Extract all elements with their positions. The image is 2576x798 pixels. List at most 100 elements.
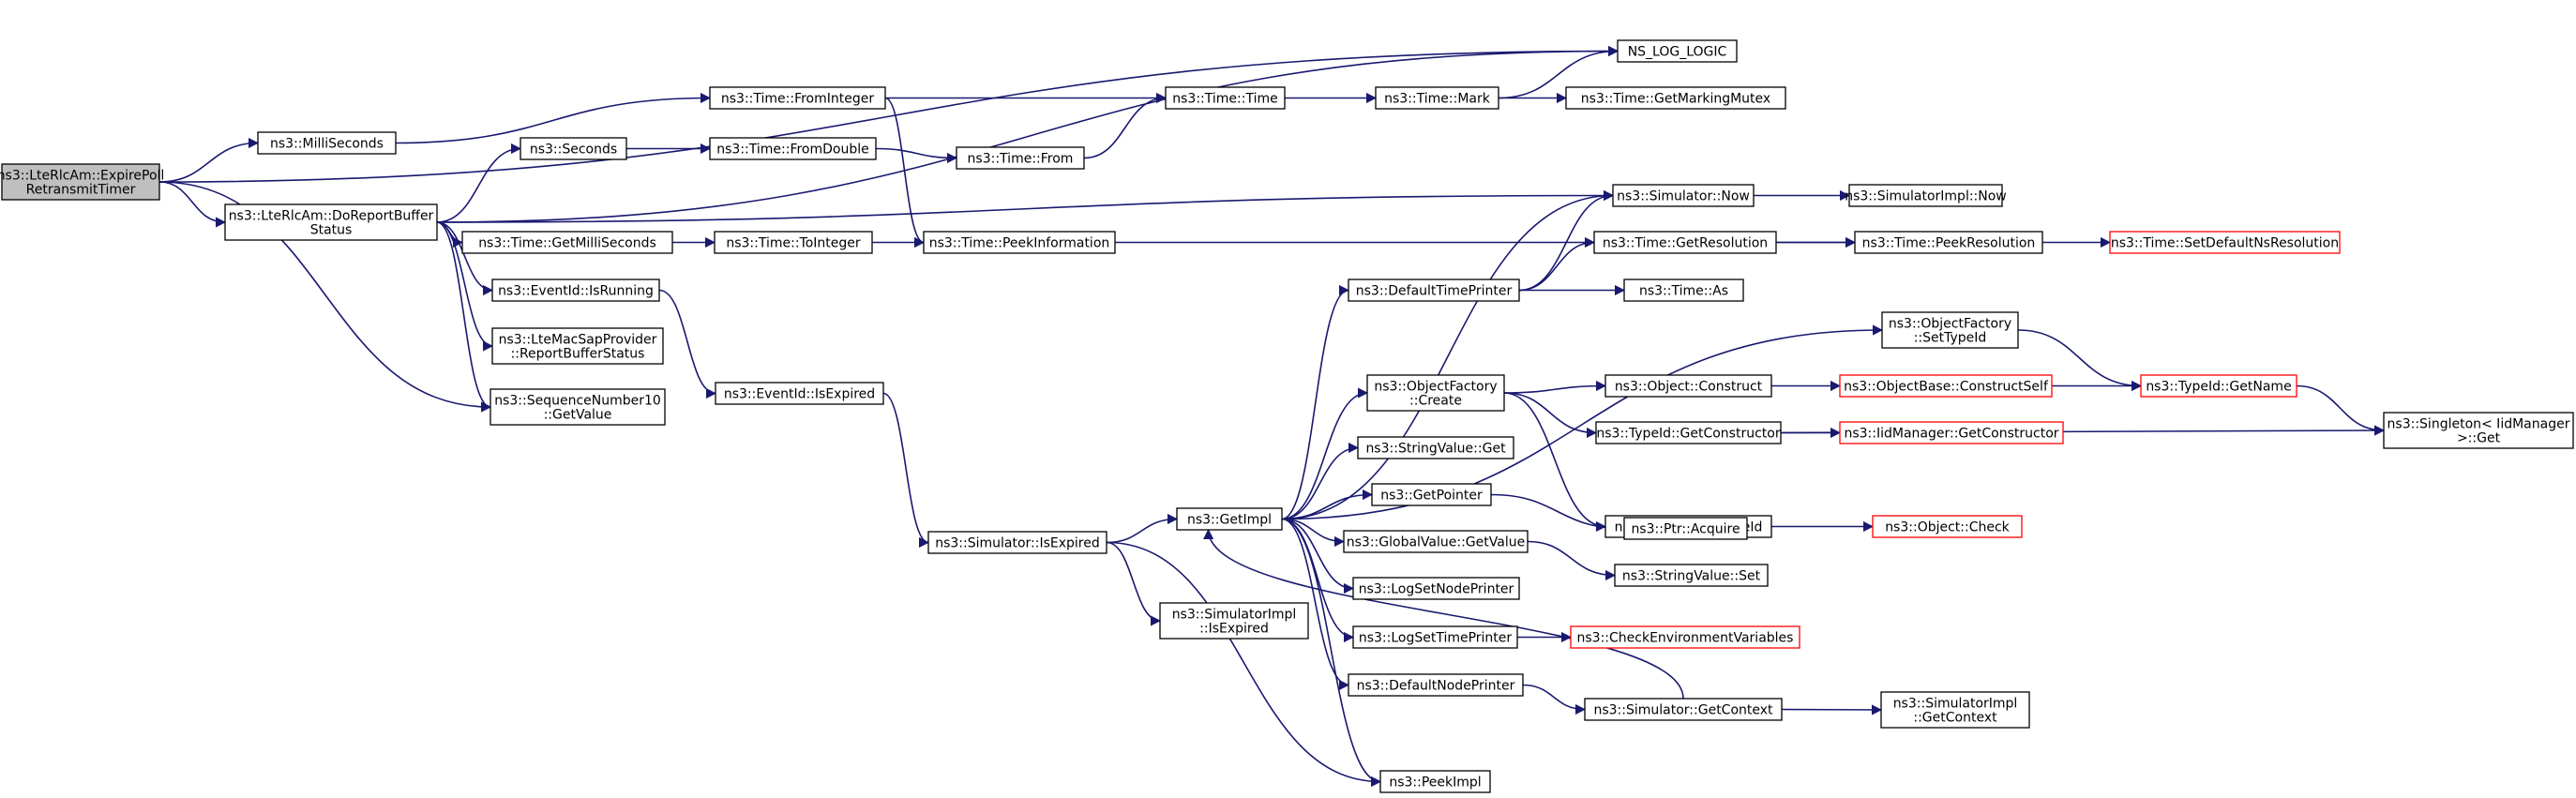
node-box[interactable]	[715, 382, 884, 405]
node-box[interactable]	[1366, 374, 1505, 412]
node-box[interactable]	[490, 388, 666, 426]
node-box[interactable]	[1165, 86, 1286, 110]
node-peekinfo[interactable]: ns3::Time::PeekInformation	[923, 231, 1116, 254]
node-box[interactable]	[1623, 279, 1744, 302]
node-getimpl[interactable]: ns3::GetImpl	[1176, 507, 1283, 531]
node-timetime[interactable]: ns3::Time::Time	[1165, 86, 1286, 110]
node-box[interactable]	[1623, 517, 1748, 540]
node-simnow[interactable]: ns3::Simulator::Now	[1612, 184, 1755, 207]
node-peekres[interactable]: ns3::Time::PeekResolution	[1854, 231, 2043, 254]
node-box[interactable]	[1176, 507, 1283, 531]
node-sim_isexpired[interactable]: ns3::Simulator::IsExpired	[927, 531, 1107, 554]
node-objcheck[interactable]: ns3::Object::Check	[1872, 515, 2023, 538]
node-ofsettypeid[interactable]: ns3::ObjectFactory::SetTypeId	[1881, 311, 2019, 349]
node-box[interactable]	[956, 146, 1085, 170]
node-box[interactable]	[1881, 311, 2019, 349]
node-simimplgetctx[interactable]: ns3::SimulatorImpl::GetContext	[1880, 691, 2030, 729]
node-box[interactable]	[1617, 39, 1738, 63]
node-box[interactable]	[1880, 691, 2030, 729]
node-box[interactable]	[1604, 374, 1772, 398]
node-checkenv[interactable]: ns3::CheckEnvironmentVariables	[1570, 625, 1800, 649]
node-peekimpl[interactable]: ns3::PeekImpl	[1379, 770, 1491, 793]
node-box[interactable]	[2383, 412, 2574, 449]
node-setdefres[interactable]: ns3::Time::SetDefaultNsResolution	[2109, 231, 2341, 254]
node-box[interactable]	[520, 137, 627, 160]
node-millis[interactable]: ns3::MilliSeconds	[257, 131, 397, 155]
node-box[interactable]	[1584, 698, 1783, 721]
node-box[interactable]	[1348, 673, 1524, 697]
node-getres[interactable]: ns3::Time::GetResolution	[1593, 231, 1777, 254]
node-box[interactable]	[1854, 231, 2043, 254]
node-box[interactable]	[2140, 374, 2297, 398]
node-box[interactable]	[709, 86, 886, 110]
node-box[interactable]	[1565, 86, 1786, 110]
node-tointeger[interactable]: ns3::Time::ToInteger	[714, 231, 873, 254]
node-box[interactable]	[1379, 770, 1491, 793]
node-box[interactable]	[1371, 483, 1492, 506]
node-stringvalueget[interactable]: ns3::StringValue::Get	[1357, 436, 1514, 459]
node-box[interactable]	[1872, 515, 2023, 538]
node-simimplnow[interactable]: ns3::SimulatorImpl::Now	[1845, 184, 2007, 207]
node-box[interactable]	[714, 231, 873, 254]
node-singleton[interactable]: ns3::Singleton< IidManager >::Get	[2383, 412, 2574, 449]
node-box[interactable]	[1375, 86, 1499, 110]
node-ofcreate[interactable]: ns3::ObjectFactory::Create	[1366, 374, 1505, 412]
node-simgetctx[interactable]: ns3::Simulator::GetContext	[1584, 698, 1783, 721]
node-isexpired_ev[interactable]: ns3::EventId::IsExpired	[715, 382, 884, 405]
node-box[interactable]	[1343, 530, 1529, 553]
node-box[interactable]	[1848, 184, 2003, 207]
node-defnodeprinter[interactable]: ns3::DefaultNodePrinter	[1348, 673, 1524, 697]
node-box[interactable]	[1612, 184, 1755, 207]
node-typeidgetname[interactable]: ns3::TypeId::GetName	[2140, 374, 2297, 398]
node-box[interactable]	[1839, 421, 2064, 444]
node-box[interactable]	[224, 203, 438, 241]
node-box[interactable]	[461, 231, 673, 254]
node-iidgetctor[interactable]: ns3::IidManager::GetConstructor	[1839, 421, 2064, 444]
node-box[interactable]	[1348, 279, 1520, 302]
node-box[interactable]	[923, 231, 1116, 254]
node-simimpl_isexpired[interactable]: ns3::SimulatorImpl::IsExpired	[1159, 602, 1309, 640]
node-box[interactable]	[1839, 374, 2053, 398]
node-box[interactable]	[1352, 577, 1520, 600]
node-box[interactable]	[491, 279, 660, 302]
node-box[interactable]	[491, 327, 664, 365]
node-box[interactable]	[1, 163, 160, 201]
node-deftimeprinter[interactable]: ns3::DefaultTimePrinter	[1348, 279, 1520, 302]
node-box[interactable]	[2109, 231, 2341, 254]
node-frominteger[interactable]: ns3::Time::FromInteger	[709, 86, 886, 110]
node-box[interactable]	[1352, 625, 1518, 649]
node-box[interactable]	[1593, 231, 1777, 254]
node-box[interactable]	[1159, 602, 1309, 640]
node-ptracquire[interactable]: ns3::Ptr::Acquire	[1623, 517, 1748, 540]
edge-doreport-to-seconds	[436, 143, 522, 223]
node-box[interactable]	[1570, 625, 1800, 649]
node-box[interactable]	[1595, 421, 1782, 444]
node-logsettime[interactable]: ns3::LogSetTimePrinter	[1352, 625, 1518, 649]
node-box[interactable]	[1357, 436, 1514, 459]
node-nslog[interactable]: NS_LOG_LOGIC	[1617, 39, 1738, 63]
node-seqnum[interactable]: ns3::SequenceNumber10::GetValue	[490, 388, 666, 426]
node-objbaseconstruct[interactable]: ns3::ObjectBase::ConstructSelf	[1839, 374, 2053, 398]
node-getms[interactable]: ns3::Time::GetMilliSeconds	[461, 231, 673, 254]
node-ltemac[interactable]: ns3::LteMacSapProvider::ReportBufferStat…	[491, 327, 664, 365]
node-markmutex[interactable]: ns3::Time::GetMarkingMutex	[1565, 86, 1786, 110]
node-typeidgetctor[interactable]: ns3::TypeId::GetConstructor	[1595, 421, 1782, 444]
node-getpointer[interactable]: ns3::GetPointer	[1371, 483, 1492, 506]
node-box[interactable]	[257, 131, 397, 155]
node-logsetnode[interactable]: ns3::LogSetNodePrinter	[1352, 577, 1520, 600]
node-objconstruct[interactable]: ns3::Object::Construct	[1604, 374, 1772, 398]
node-box[interactable]	[927, 531, 1107, 554]
node-seconds[interactable]: ns3::Seconds	[520, 137, 627, 160]
node-box[interactable]	[1614, 564, 1769, 587]
node-timemark[interactable]: ns3::Time::Mark	[1375, 86, 1499, 110]
node-isrunning[interactable]: ns3::EventId::IsRunning	[491, 279, 660, 302]
node-stringvalueset[interactable]: ns3::StringValue::Set	[1614, 564, 1769, 587]
node-globalvalue[interactable]: ns3::GlobalValue::GetValue	[1343, 530, 1529, 553]
node-timefrom[interactable]: ns3::Time::From	[956, 146, 1085, 170]
node-timeas[interactable]: ns3::Time::As	[1623, 279, 1744, 302]
node-fromdouble[interactable]: ns3::Time::FromDouble	[709, 137, 877, 160]
node-box[interactable]	[709, 137, 877, 160]
node-label: >::Get	[2457, 431, 2501, 446]
